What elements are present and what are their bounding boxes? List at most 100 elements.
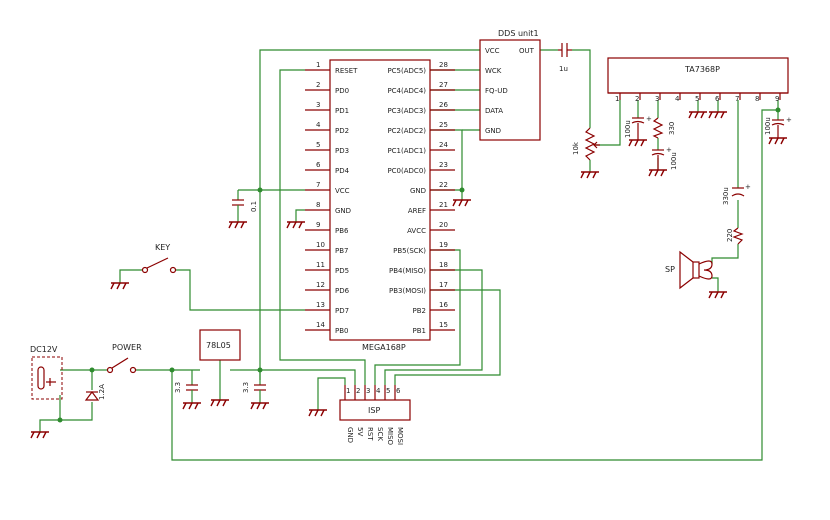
mcu-pin-name: AVCC: [407, 227, 426, 235]
mcu-pin-name: PB2: [413, 307, 426, 315]
isp-signal-label: MOSI: [396, 427, 404, 445]
ground-icon: [286, 221, 305, 229]
ground-icon: [228, 221, 247, 229]
c-amp-2-value: 100u: [624, 120, 632, 138]
mcu-pin-number: 17: [439, 281, 448, 289]
mcu-pin-name: PD5: [335, 267, 349, 275]
mcu-pin-name: PB0: [335, 327, 348, 335]
diode-rating: 1.2A: [98, 384, 106, 400]
mcu-pin-name: PD6: [335, 287, 350, 295]
power-switch: POWER: [106, 343, 142, 374]
mcu-pin-name: PC4(ADC4): [387, 87, 426, 95]
svg-text:+: +: [745, 183, 751, 191]
mcu-pin-number: 23: [439, 161, 448, 169]
mcu-mega168p: MEGA168P: [329, 59, 431, 352]
mcu-pin-number: 6: [316, 161, 321, 169]
dds-pin-fqud: FQ-UD: [485, 87, 508, 95]
c-reg-out-value: 3.3: [242, 382, 250, 393]
mcu-pin-number: 21: [439, 201, 448, 209]
isp-signal-label: SCK: [376, 427, 384, 441]
mcu-pin-number: 14: [316, 321, 325, 329]
ground-icon: [708, 111, 727, 119]
amp-pin2-capacitor: + 100u: [624, 115, 652, 140]
mcu-pin-number: 19: [439, 241, 448, 249]
mcu-left-pins: 1RESET2PD03PD14PD25PD36PD47VCC8GND9PB610…: [305, 61, 358, 335]
isp-pin-number: 1: [346, 387, 350, 395]
volume-potentiometer: 10k: [572, 127, 600, 161]
amp-pin-number: 5: [695, 95, 699, 103]
amp-pin-number: 2: [635, 95, 639, 103]
isp-signal-label: RST: [366, 427, 374, 441]
mcu-pin-number: 12: [316, 281, 325, 289]
mcu-pin-number: 18: [439, 261, 448, 269]
mcu-pin-number: 4: [316, 121, 321, 129]
amp-pin9-capacitor: + 100u: [764, 116, 792, 138]
mcu-pin-name: PC2(ADC2): [387, 127, 426, 135]
mcu-pin-name: PC1(ADC1): [387, 147, 426, 155]
mcu-pin-name: PD2: [335, 127, 349, 135]
amp-pin-number: 1: [615, 95, 619, 103]
isp-header: ISP: [339, 385, 411, 421]
ground-icon: [182, 402, 201, 410]
mcu-pin-name: PB3(MOSI): [389, 287, 426, 295]
c-vcc-value: 0.1: [250, 201, 258, 212]
mcu-pin-name: PB6: [335, 227, 349, 235]
dds-pin-gnd: GND: [485, 127, 501, 135]
mcu-pin-number: 7: [316, 181, 320, 189]
mcu-pin-number: 5: [316, 141, 320, 149]
ground-icon: [452, 199, 471, 207]
ground-icon: [708, 291, 727, 299]
c-amp-9-value: 100u: [764, 117, 772, 135]
amp-pin3-network: 330 + 100u: [651, 117, 678, 170]
mcu-pin-number: 10: [316, 241, 325, 249]
regulator-name: 78L05: [206, 341, 231, 350]
amp-pin-number: 9: [775, 95, 779, 103]
isp-signal-label: GND: [346, 427, 354, 443]
r-spk-value: 220: [726, 229, 734, 242]
dc-jack-label: DC12V: [30, 345, 58, 354]
ground-icon: [648, 169, 667, 177]
mcu-pin-name: PD3: [335, 147, 349, 155]
key-label: KEY: [155, 243, 170, 252]
mcu-pin-name: PB1: [413, 327, 426, 335]
mcu-pin-name: GND: [410, 187, 426, 195]
speaker-label: SP: [665, 265, 675, 274]
ground-icon: [250, 402, 269, 410]
isp-name: ISP: [368, 406, 380, 415]
dds-pin-vcc: VCC: [485, 47, 500, 55]
r-amp-3-value: 330: [668, 122, 676, 135]
mcu-pin-number: 25: [439, 121, 448, 129]
mcu-pin-number: 27: [439, 81, 448, 89]
mcu-pin-number: 9: [316, 221, 320, 229]
svg-text:+: +: [666, 146, 672, 154]
mcu-name: MEGA168P: [362, 343, 406, 352]
mcu-pin-number: 28: [439, 61, 448, 69]
amp-output-network: + 330u 220: [722, 183, 751, 245]
mcu-pin-number: 13: [316, 301, 325, 309]
mcu-pin-number: 26: [439, 101, 448, 109]
pot-value: 10k: [572, 141, 580, 155]
c-amp-out-value: 330u: [722, 187, 730, 205]
ground-symbols: [30, 111, 787, 439]
vcc-capacitor: 0.1: [232, 199, 258, 222]
mcu-pin-name: VCC: [335, 187, 350, 195]
mcu-pin-number: 3: [316, 101, 320, 109]
c-reg-in-value: 3.3: [174, 382, 182, 393]
protection-diode: 1.2A: [84, 384, 106, 401]
ground-icon: [580, 171, 599, 179]
mcu-pin-number: 2: [316, 81, 320, 89]
key-switch: KEY: [141, 243, 177, 274]
mcu-pin-name: PC0(ADC0): [387, 167, 426, 175]
ground-icon: [30, 431, 49, 439]
isp-pin-number: 3: [366, 387, 370, 395]
mcu-pin-name: PB5(SCK): [393, 247, 426, 255]
junctions: [57, 107, 781, 423]
dds-out-label: OUT: [519, 47, 535, 55]
mcu-pin-name: PC5(ADC5): [387, 67, 426, 75]
dc-jack: DC12V: [30, 345, 63, 400]
mcu-pin-name: PD7: [335, 307, 349, 315]
c-out-value: 1u: [559, 65, 568, 73]
